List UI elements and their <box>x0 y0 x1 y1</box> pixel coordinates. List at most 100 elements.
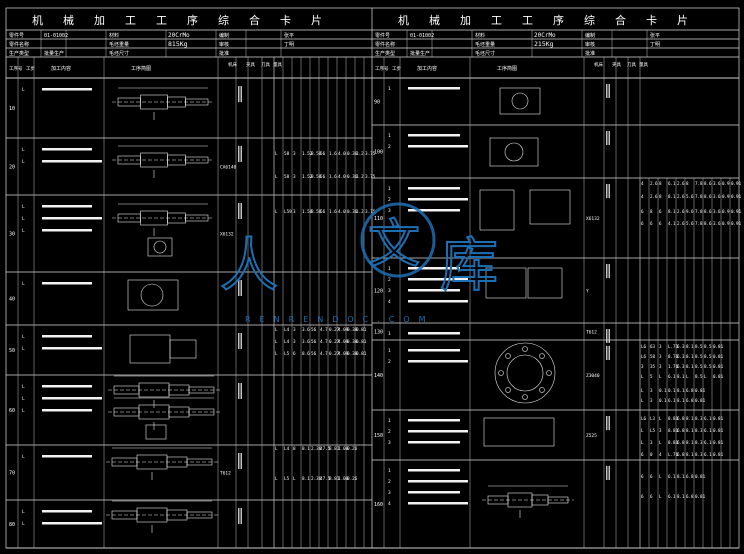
param-cell: 2.36 <box>311 476 322 482</box>
param-cell: 8.1 <box>686 440 694 445</box>
col-tool: 刀具 <box>627 62 636 68</box>
param-cell: 8.1 <box>677 494 685 499</box>
col-fixture: 夹具 <box>612 61 621 68</box>
param-cell: 0.91 <box>731 221 742 226</box>
param-cell: L5 <box>650 428 656 433</box>
param-cell: L <box>659 474 662 479</box>
param-cell: 0.81 <box>695 388 706 393</box>
flange-plan-sketch-140 <box>494 342 556 404</box>
param-cell: L <box>659 416 662 421</box>
content-line <box>408 441 460 444</box>
param-cell: 2.6 <box>677 209 685 214</box>
param-cell: 6.8 <box>686 398 694 403</box>
shaft-sketch-20 <box>112 145 214 178</box>
step-mark: L <box>22 509 25 515</box>
op-number: 90 <box>374 100 380 106</box>
param-cell: 6.8 <box>686 494 694 499</box>
param-cell: 3 <box>650 388 653 393</box>
param-cell: 6.8 <box>686 388 694 393</box>
param-cell: 8 <box>650 209 653 214</box>
machine-code: Z525 <box>586 433 597 439</box>
param-cell: L.71 <box>668 344 679 349</box>
param-cell: 8.3 <box>695 440 703 445</box>
step-mark: L <box>22 281 25 287</box>
param-cell: L4 <box>284 446 290 452</box>
step-mark: L <box>22 384 25 390</box>
col-seq: 工序号 <box>375 65 389 72</box>
param-cell: 8.5 <box>695 364 703 369</box>
content-line <box>408 267 460 270</box>
param-cell: 1.56 <box>302 209 313 215</box>
col-step: 工步 <box>26 66 35 72</box>
content-line <box>42 229 92 232</box>
content-line <box>42 397 102 400</box>
param-cell: 63 <box>650 344 656 349</box>
material-value: 20CrMo <box>168 32 190 39</box>
param-cell: 7.8 <box>695 194 703 199</box>
content-line <box>408 349 460 352</box>
step-mark: L <box>22 147 25 153</box>
step-mark: 2 <box>388 197 391 203</box>
param-cell: L <box>641 374 644 379</box>
step-mark: 2 <box>388 479 391 485</box>
param-cell: 5.6 <box>686 194 694 199</box>
param-cell: 4.1 <box>668 221 676 226</box>
param-cell: 0.1 <box>659 388 667 393</box>
param-cell: 1.2 <box>356 151 364 157</box>
param-cell: L6 <box>641 354 647 359</box>
param-cell: L6 <box>641 344 647 349</box>
param-cell: L <box>659 374 662 379</box>
machine-code: Y <box>586 289 589 295</box>
content-line <box>42 522 102 525</box>
machine-code: T612 <box>586 330 597 336</box>
step-mark: 2 <box>388 277 391 283</box>
param-cell: 0.1 <box>668 388 676 393</box>
content-line <box>42 282 92 285</box>
param-cell: 3 <box>650 440 653 445</box>
step-mark: 3 <box>388 440 391 446</box>
title-char: 序 <box>187 13 198 27</box>
content-line <box>408 134 460 137</box>
content-line <box>42 88 92 91</box>
card-title-left: 机械加工工序综合卡片 <box>32 13 322 27</box>
param-cell: 3 <box>293 339 296 345</box>
param-cell: 8 <box>659 181 662 186</box>
param-cell: L <box>275 151 278 157</box>
param-cell: 7.8 <box>695 181 703 186</box>
param-cell: 0.81 <box>713 416 724 421</box>
param-cell: 6.8 <box>686 474 694 479</box>
compiled-value: 张平 <box>284 32 294 39</box>
param-cell: 2.6 <box>677 181 685 186</box>
title-char: 卡 <box>280 14 291 27</box>
step-mark: 1 <box>388 186 391 192</box>
col-step: 工步 <box>392 66 401 72</box>
param-cell: L5 <box>284 476 290 482</box>
param-cell: 0.81 <box>695 474 706 479</box>
param-cell: 3 <box>293 327 296 333</box>
param-cell: 6 <box>650 494 653 499</box>
approved-label: 批准 <box>219 50 229 57</box>
param-cell: 3.75 <box>365 209 376 215</box>
step-mark: L <box>22 396 25 402</box>
param-cell: 8 <box>686 181 689 186</box>
production-value: 批量生产 <box>44 50 64 57</box>
param-cell: L <box>641 398 644 403</box>
param-cell: 56 <box>311 339 317 345</box>
step-mark: 2 <box>388 429 391 435</box>
watermark-glyph-c: 库 <box>440 231 498 299</box>
param-cell: 6 <box>641 221 644 226</box>
shaft-sketch-10 <box>112 87 214 120</box>
param-cell: 8.81 <box>668 416 679 421</box>
param-cell: 8.1 <box>686 452 694 457</box>
content-line <box>408 209 460 212</box>
title-char: 械 <box>63 13 74 27</box>
param-cell: L.76 <box>668 452 679 457</box>
title-char: 加 <box>94 14 105 27</box>
block-sketch-100 <box>489 137 539 167</box>
param-cell: 4.0 <box>338 209 346 215</box>
param-cell: 0.81 <box>713 354 724 359</box>
section-sketch-150 <box>483 417 555 447</box>
op-number: 140 <box>374 373 383 379</box>
weight-label: 毛坯重量 <box>109 41 129 48</box>
